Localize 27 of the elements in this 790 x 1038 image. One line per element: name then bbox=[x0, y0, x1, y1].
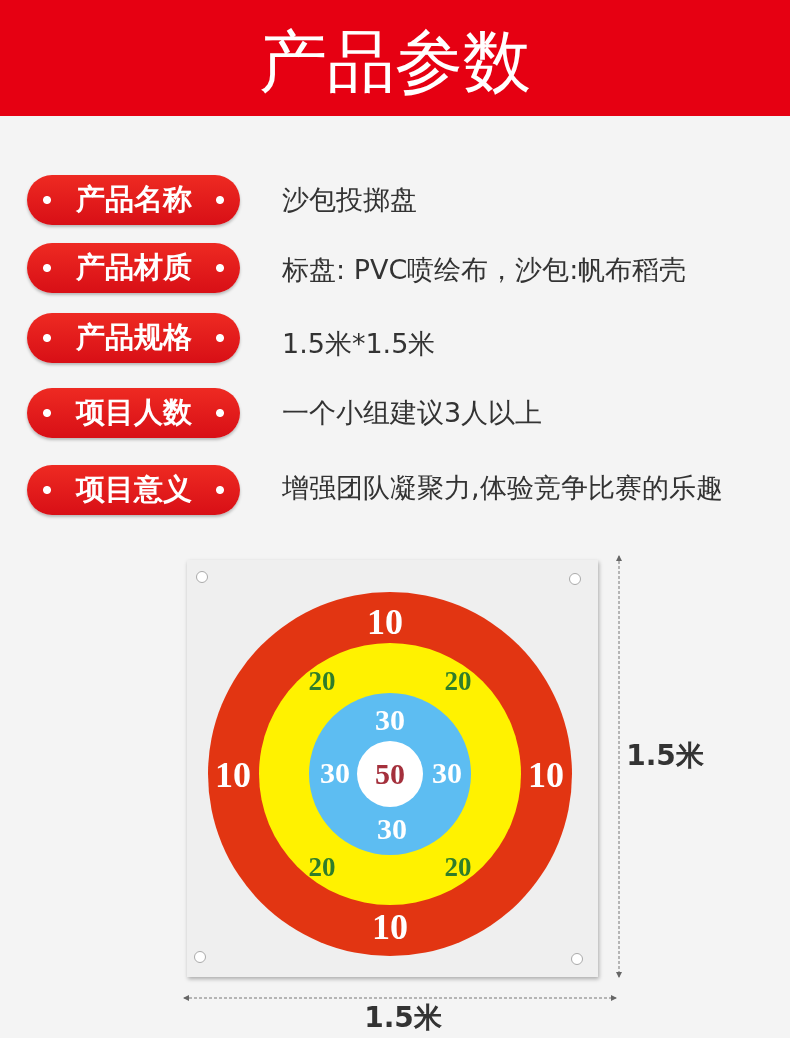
score-number: 10 bbox=[367, 604, 403, 640]
dimension-label: 1.5米 bbox=[364, 1000, 442, 1036]
score-number: 30 bbox=[375, 705, 405, 735]
score-number: 30 bbox=[377, 814, 407, 844]
spec-value: 一个小组建议3人以上 bbox=[282, 396, 543, 430]
spec-value: 标盘: PVC喷绘布，沙包:帆布稻壳 bbox=[282, 253, 687, 287]
score-number: 20 bbox=[308, 853, 336, 881]
score-number: 50 bbox=[375, 759, 405, 789]
score-number: 10 bbox=[528, 757, 564, 793]
dimension-label: 1.5米 bbox=[626, 738, 704, 774]
spec-value: 1.5米*1.5米 bbox=[282, 327, 436, 361]
label-pill: 项目意义 bbox=[27, 465, 240, 515]
spec-value: 沙包投掷盘 bbox=[282, 183, 417, 217]
label-pill: 产品名称 bbox=[27, 175, 240, 225]
score-number: 20 bbox=[444, 667, 472, 695]
title-text: 产品参数 bbox=[258, 22, 532, 102]
label-pill: 产品材质 bbox=[27, 243, 240, 293]
label-pill: 项目人数 bbox=[27, 388, 240, 438]
spec-value: 增强团队凝聚力,体验竞争比赛的乐趣 bbox=[282, 471, 723, 505]
label-pill: 产品规格 bbox=[27, 313, 240, 363]
score-number: 20 bbox=[308, 667, 336, 695]
target-board bbox=[187, 560, 598, 977]
score-number: 30 bbox=[432, 758, 462, 788]
score-number: 10 bbox=[215, 757, 251, 793]
score-number: 20 bbox=[444, 853, 472, 881]
score-number: 30 bbox=[320, 758, 350, 788]
score-number: 10 bbox=[372, 909, 408, 945]
